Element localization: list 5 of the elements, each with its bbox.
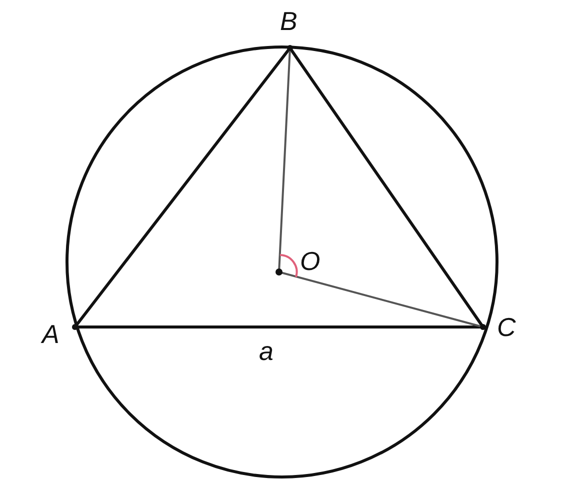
center-label: O (300, 248, 320, 274)
vertex-label: A (42, 321, 60, 347)
side-label: a (259, 338, 274, 364)
vertex-label: B (280, 8, 298, 34)
vertex-label: C (497, 314, 516, 340)
